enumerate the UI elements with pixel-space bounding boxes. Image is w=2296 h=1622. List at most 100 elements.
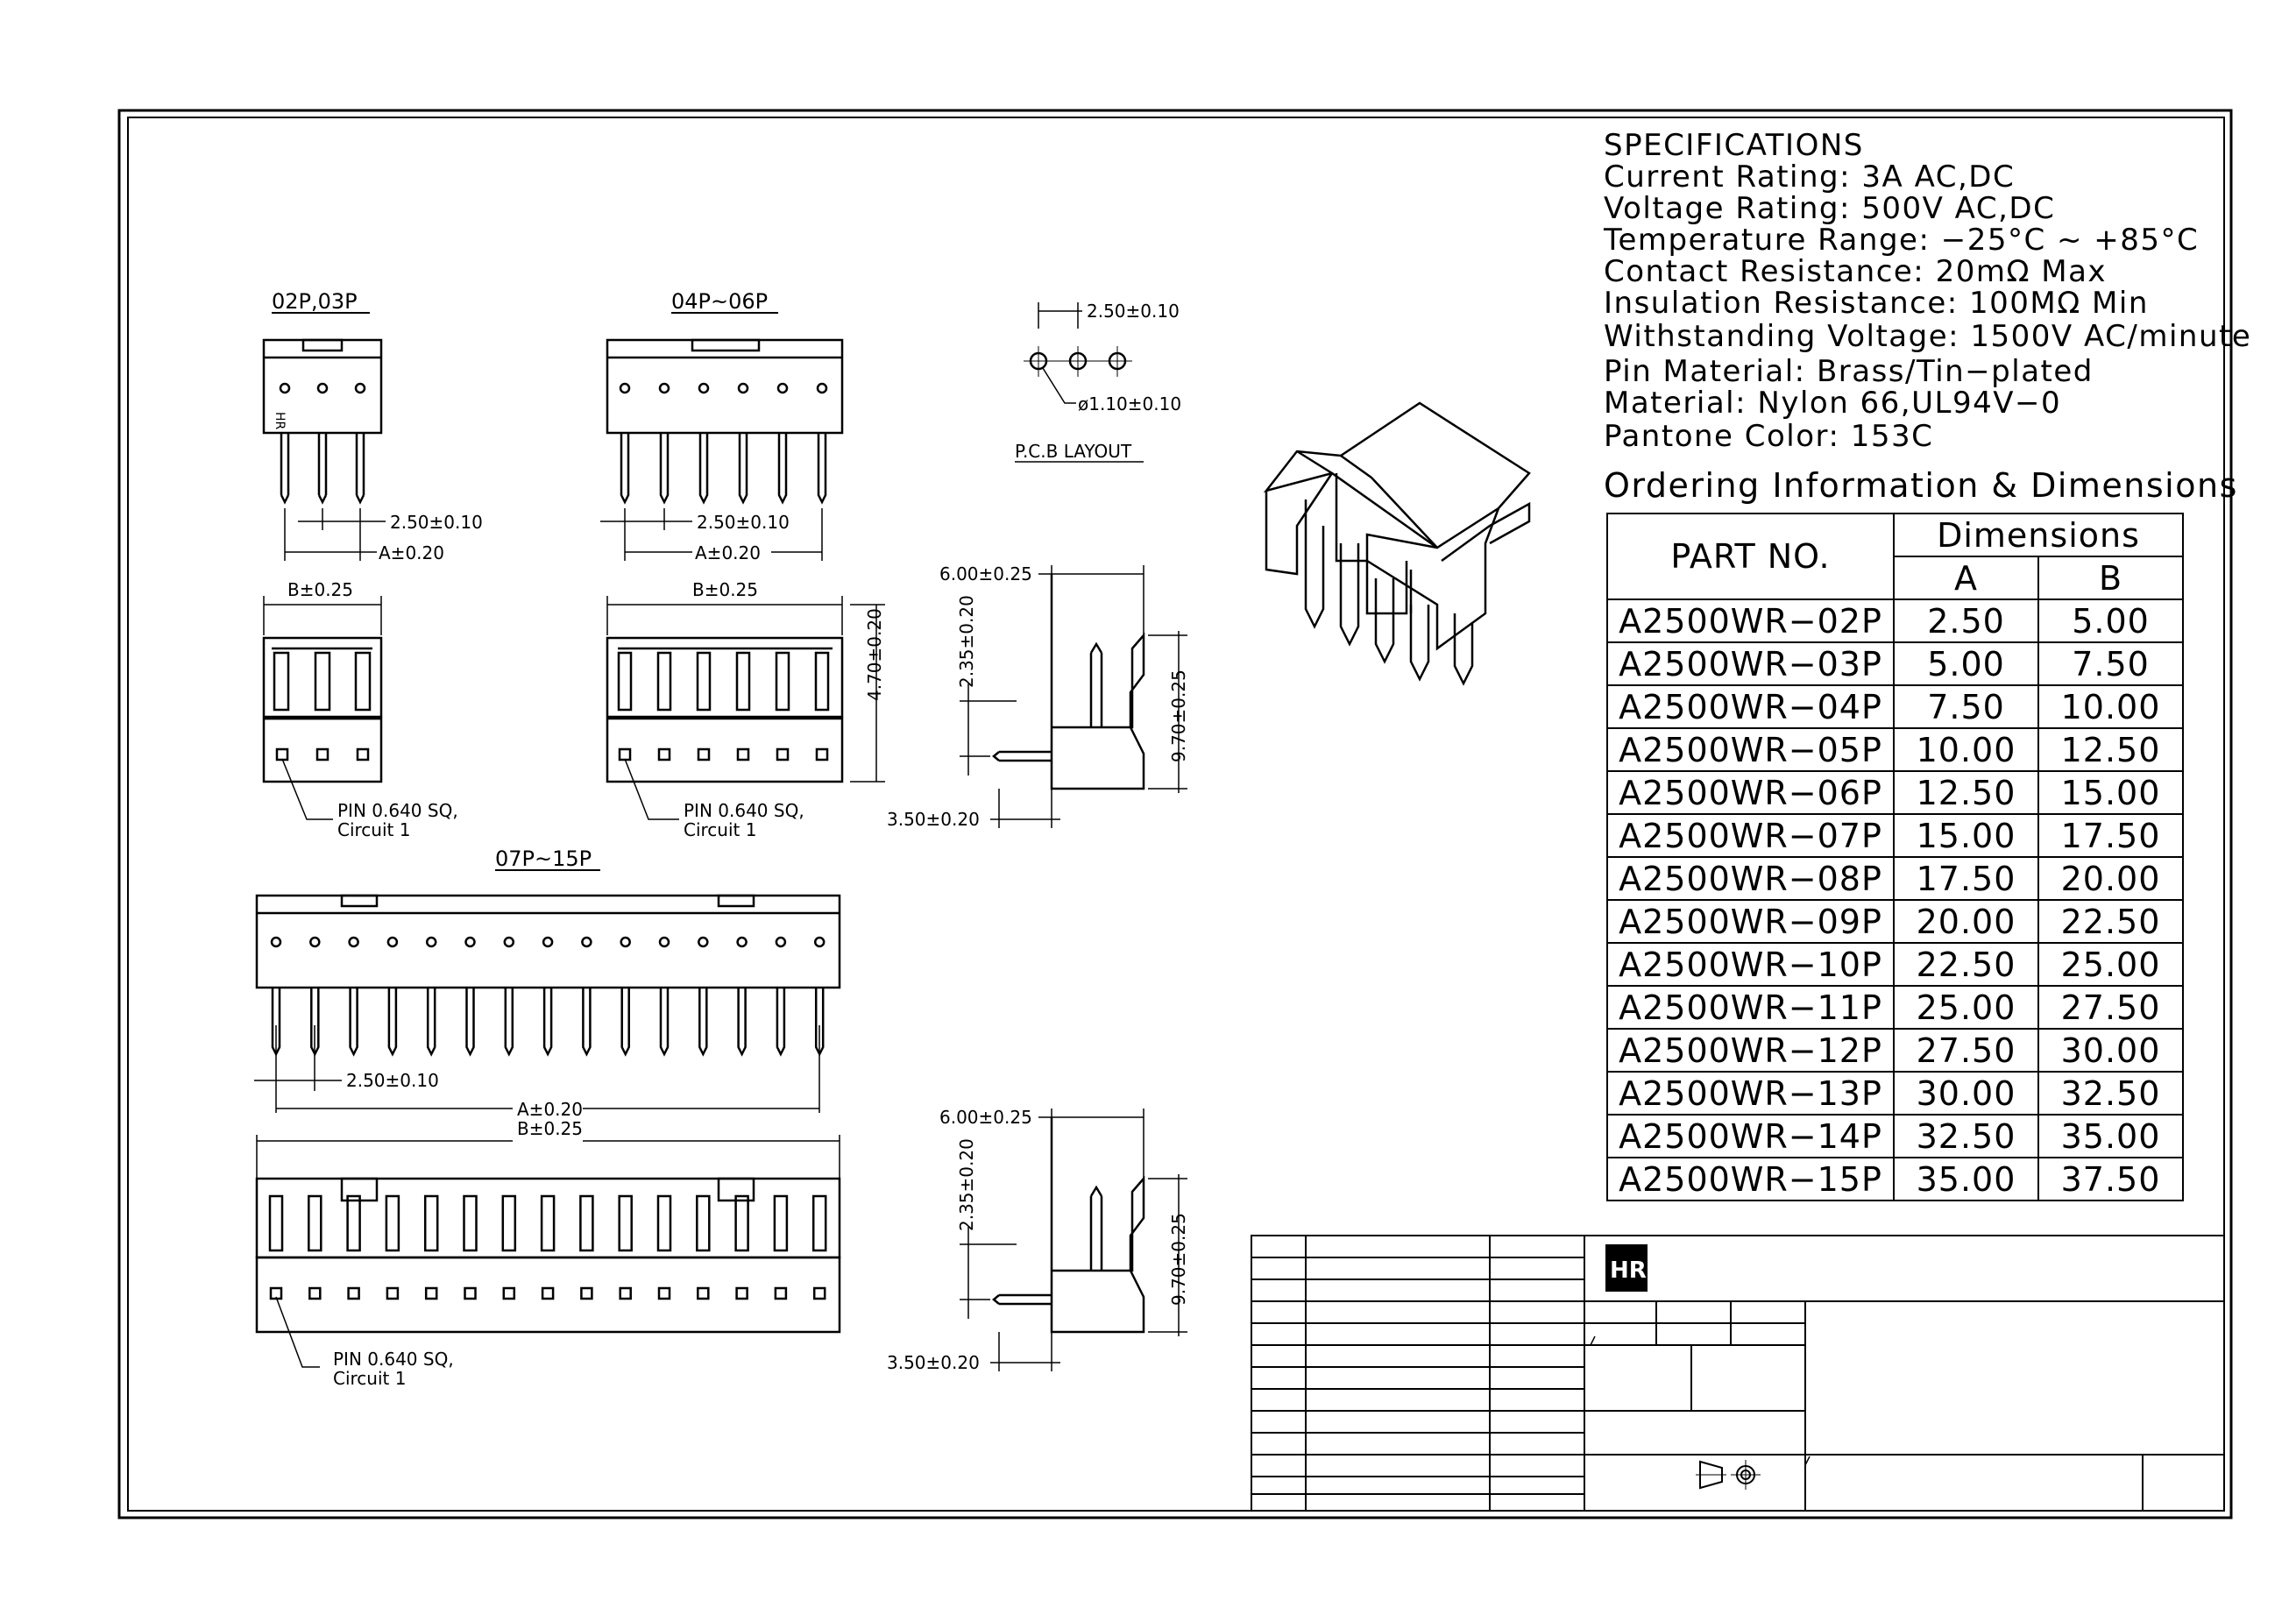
pin-lead bbox=[776, 988, 786, 1057]
pin-square bbox=[774, 1286, 788, 1300]
dim-a-cell: 27.50 bbox=[1893, 1028, 2039, 1073]
pin-contact bbox=[346, 1194, 361, 1252]
dim-b-cell: 10.00 bbox=[2037, 684, 2184, 729]
side-height-dim-2: 9.70±0.25 bbox=[1168, 1213, 1189, 1306]
title-block bbox=[1251, 1235, 2225, 1512]
spec-contact-resistance: Contact Resistance: 20mΩ Max bbox=[1604, 254, 2108, 289]
spec-title: SPECIFICATIONS bbox=[1604, 128, 1864, 163]
pin-lead bbox=[465, 988, 475, 1057]
pin-contact bbox=[501, 1194, 517, 1252]
pitch-dim-v2: 2.50±0.10 bbox=[697, 512, 790, 533]
pin-contact bbox=[463, 1194, 478, 1252]
pin-square bbox=[812, 1286, 826, 1300]
pin-contact bbox=[734, 1194, 749, 1252]
spec-pantone: Pantone Color: 153C bbox=[1604, 419, 1934, 454]
dim-a-cell: 10.00 bbox=[1893, 727, 2039, 772]
pin-note-v2: PIN 0.640 SQ, bbox=[684, 800, 804, 821]
pin-contact bbox=[656, 1194, 672, 1252]
dim-a-cell: 7.50 bbox=[1893, 684, 2039, 729]
spec-withstanding: Withstanding Voltage: 1500V AC/minute bbox=[1604, 319, 2252, 354]
dim-a-cell: 12.50 bbox=[1893, 770, 2039, 815]
pin-hole bbox=[348, 936, 359, 948]
marking-hr: HR bbox=[273, 412, 287, 430]
pin-square bbox=[386, 1286, 400, 1300]
pin-square bbox=[580, 1286, 593, 1300]
side-top-dim-2: 6.00±0.25 bbox=[939, 1107, 1032, 1128]
pin-hole bbox=[698, 936, 709, 948]
pin-contact bbox=[385, 1194, 400, 1252]
dim-a-cell: 30.00 bbox=[1893, 1071, 2039, 1116]
col-part-number: PART NO. bbox=[1606, 513, 1895, 600]
dim-b-cell: 17.50 bbox=[2037, 813, 2184, 858]
dim-a-cell: 22.50 bbox=[1893, 942, 2039, 987]
a-dim-v1: A±0.20 bbox=[379, 542, 444, 563]
pin-note-v1: PIN 0.640 SQ, bbox=[337, 800, 458, 821]
pin-contact bbox=[268, 1194, 284, 1252]
long-top-pins bbox=[270, 936, 826, 1057]
pin-lead bbox=[349, 988, 358, 1057]
circuit-note-v1: Circuit 1 bbox=[337, 819, 410, 840]
view-04p-06p: 04P~06P 2.50±0.10 A±0.20 B±0.25 bbox=[600, 289, 885, 840]
pcb-layout: 2.50±0.10 ø1.10±0.10 P.C.B LAYOUT bbox=[1015, 301, 1181, 463]
pin-square bbox=[347, 1286, 360, 1300]
pin-hole bbox=[503, 936, 515, 948]
pin-square bbox=[697, 1286, 710, 1300]
height-dim-v2: 4.70±0.20 bbox=[864, 608, 885, 701]
dim-a-cell: 32.50 bbox=[1893, 1114, 2039, 1158]
dim-b-cell: 22.50 bbox=[2037, 899, 2184, 944]
pitch-dim-v1: 2.50±0.10 bbox=[390, 512, 483, 533]
pin-lead bbox=[387, 988, 398, 1057]
part-number-cell: A2500WR−14P bbox=[1606, 1114, 1895, 1158]
pin-square bbox=[735, 1286, 748, 1300]
col-b: B bbox=[2037, 556, 2184, 600]
pcb-pitch-dim: 2.50±0.10 bbox=[1087, 301, 1180, 322]
spec-current: Current Rating: 3A AC,DC bbox=[1604, 159, 2016, 195]
part-number-cell: A2500WR−04P bbox=[1606, 684, 1895, 729]
pin-lead bbox=[426, 988, 436, 1057]
projection-symbol bbox=[1696, 1460, 1761, 1490]
pin-contact bbox=[618, 1194, 633, 1252]
view-title-07p-15p: 07P~15P bbox=[495, 846, 592, 871]
pin-square bbox=[424, 1286, 438, 1300]
top-pins-v2 bbox=[619, 382, 828, 505]
part-number-cell: A2500WR−08P bbox=[1606, 856, 1895, 901]
dim-a-cell: 2.50 bbox=[1893, 599, 2039, 643]
pin-hole bbox=[464, 936, 476, 948]
inner-border bbox=[127, 117, 2225, 1512]
spec-pin-material: Pin Material: Brass/Tin−plated bbox=[1604, 354, 2094, 389]
pin-square bbox=[657, 1286, 671, 1300]
side-bottom-dim-2: 3.50±0.20 bbox=[887, 1352, 980, 1373]
dim-b-cell: 35.00 bbox=[2037, 1114, 2184, 1158]
circuit-note-v3: Circuit 1 bbox=[333, 1368, 406, 1389]
side-top-dim: 6.00±0.25 bbox=[939, 563, 1032, 584]
dim-a-cell: 35.00 bbox=[1893, 1157, 2039, 1201]
pin-lead bbox=[698, 988, 708, 1057]
pin-note-v3: PIN 0.640 SQ, bbox=[333, 1349, 454, 1370]
pin-contact bbox=[579, 1194, 594, 1252]
dim-a-cell: 17.50 bbox=[1893, 856, 2039, 901]
a-dim-v3: A±0.20 bbox=[517, 1099, 583, 1120]
col-dimensions: Dimensions bbox=[1893, 513, 2184, 557]
dim-b-cell: 15.00 bbox=[2037, 770, 2184, 815]
pin-hole bbox=[658, 936, 670, 948]
circuit-note-v2: Circuit 1 bbox=[684, 819, 756, 840]
dim-b-cell: 37.50 bbox=[2037, 1157, 2184, 1201]
pin-hole bbox=[542, 936, 554, 948]
connector-3d-view bbox=[1263, 401, 1531, 686]
dim-a-cell: 5.00 bbox=[1893, 641, 2039, 686]
part-number-cell: A2500WR−02P bbox=[1606, 599, 1895, 643]
part-number-cell: A2500WR−13P bbox=[1606, 1071, 1895, 1116]
dim-b-cell: 30.00 bbox=[2037, 1028, 2184, 1073]
pin-hole bbox=[813, 936, 826, 948]
